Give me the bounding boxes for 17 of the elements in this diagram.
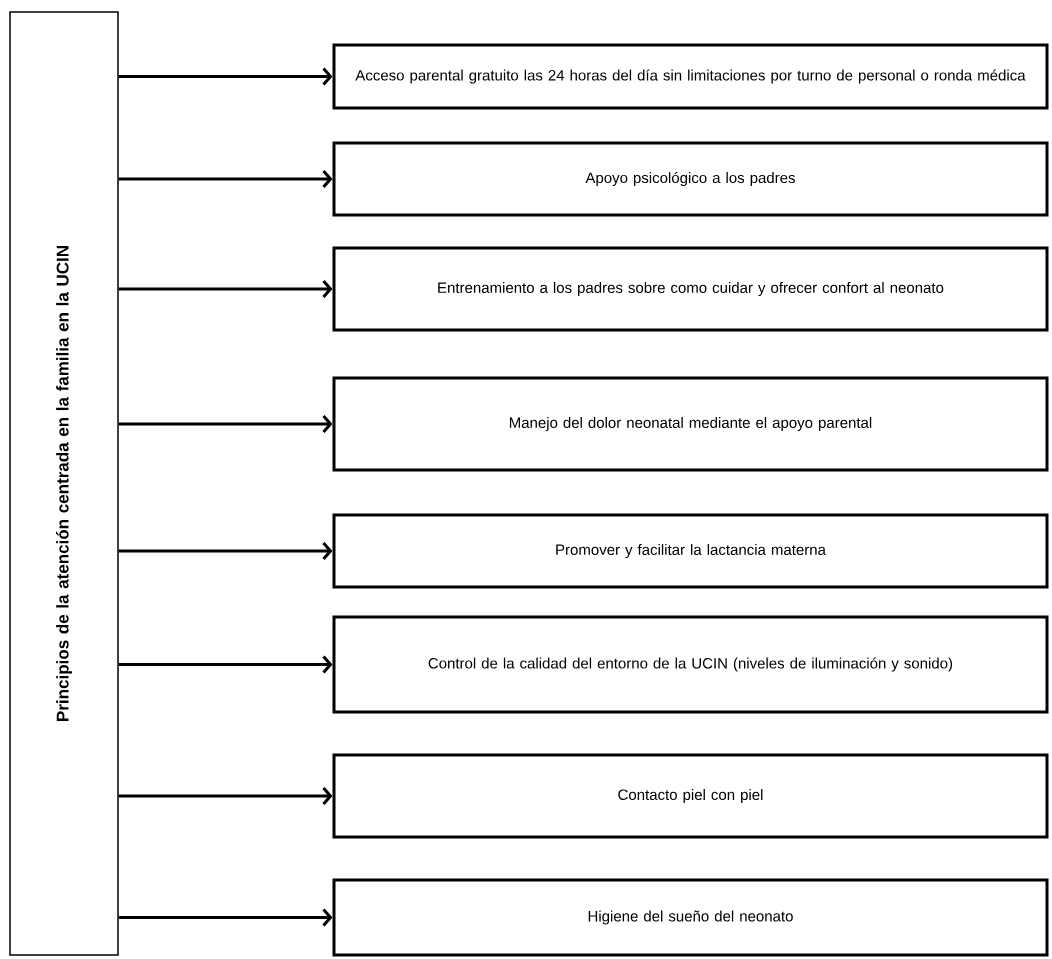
arrow: [118, 280, 333, 298]
arrow: [118, 787, 333, 805]
item-box: Apoyo psicológico a los padres: [332, 141, 1049, 217]
arrow: [118, 170, 333, 188]
title-box: Principios de la atención centrada en la familia en la UCIN: [9, 11, 119, 956]
item-box: Higiene del sueño del neonato: [332, 878, 1049, 957]
item-box: Contacto piel con piel: [332, 753, 1049, 839]
item-box: Acceso parental gratuito las 24 horas del día sin limitaciones por turno de personal o ronda médica: [332, 43, 1049, 110]
arrow: [118, 67, 333, 86]
item-box: Entrenamiento a los padres sobre como cuidar y ofrecer confort al neonato: [332, 246, 1049, 332]
arrow: [118, 542, 333, 560]
item-box: Promover y facilitar la lactancia materna: [332, 513, 1049, 589]
arrow: [118, 908, 333, 927]
item-box: Control de la calidad del entorno de la UCIN (niveles de iluminación y sonido): [332, 615, 1049, 714]
arrow: [118, 415, 333, 433]
item-box: Manejo del dolor neonatal mediante el apoyo parental: [332, 376, 1049, 472]
arrow: [118, 655, 333, 674]
